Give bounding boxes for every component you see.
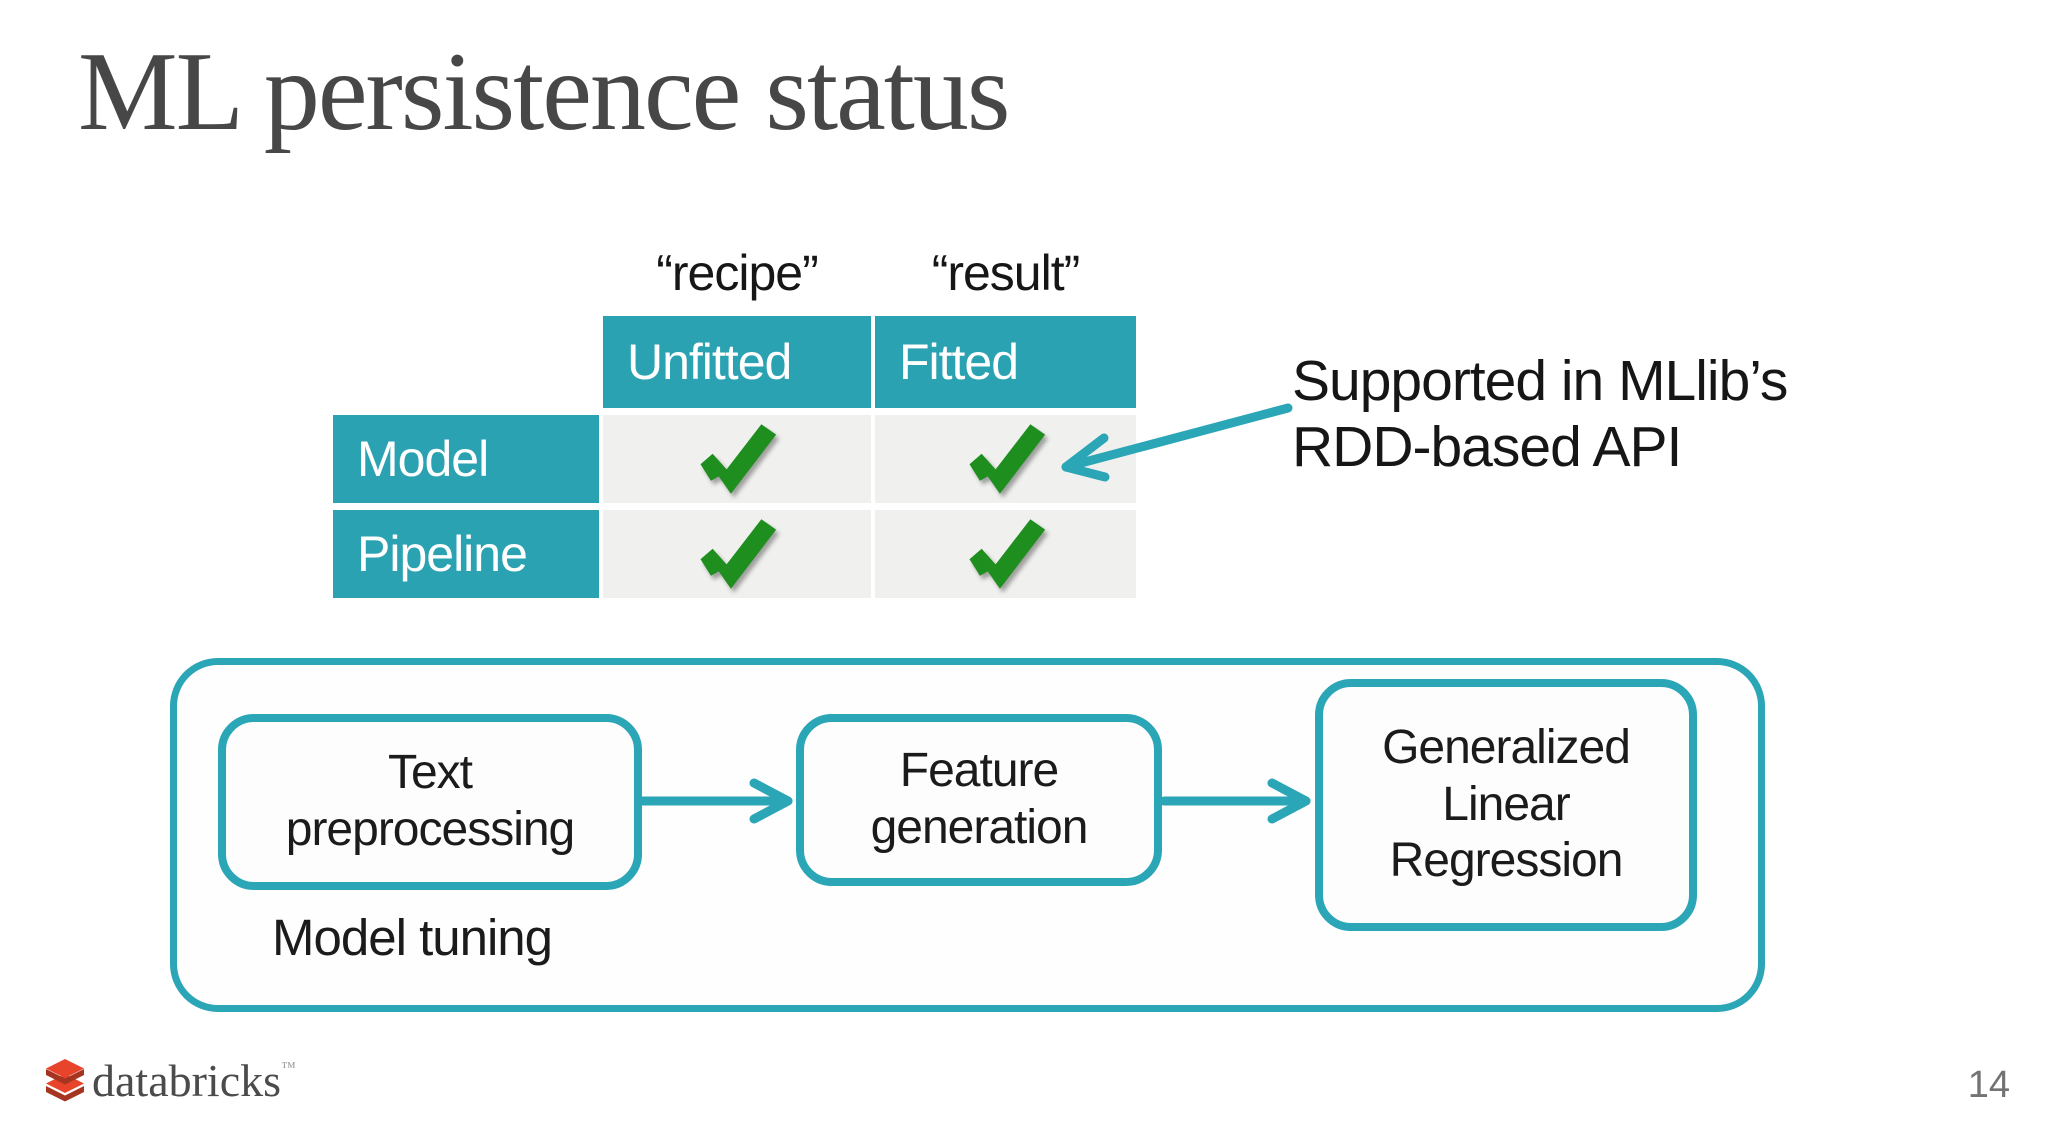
table-corner-spacer [333, 316, 599, 408]
annotation-text: Supported in MLlib’s RDD-based API [1292, 349, 1788, 480]
column-header-fitted: Fitted [875, 316, 1136, 408]
row-label-pipeline: Pipeline [333, 510, 599, 598]
check-icon [700, 519, 777, 589]
trademark-symbol: ™ [281, 1060, 296, 1076]
column-header-unfitted: Unfitted [603, 316, 871, 408]
arrow-down-left-icon [1061, 403, 1293, 482]
flow-box-generalized-linear-regression: Generalized Linear Regression [1315, 679, 1697, 931]
table-cell-model-unfitted [603, 415, 871, 503]
flow-box-feature-generation: Feature generation [796, 714, 1162, 886]
flow-box-text-preprocessing: Text preprocessing [218, 714, 642, 890]
check-icon [968, 519, 1045, 589]
arrow-right-icon [638, 778, 793, 824]
check-icon [700, 424, 777, 494]
table-cell-pipeline-unfitted [603, 510, 871, 598]
model-tuning-label: Model tuning [272, 909, 553, 966]
databricks-logo: databricks™ [44, 1054, 296, 1107]
page-title: ML persistence status [78, 30, 1011, 154]
databricks-logo-icon [46, 1058, 84, 1101]
result-caption: “result” [931, 245, 1081, 301]
row-label-model: Model [333, 415, 599, 503]
arrow-right-icon [1160, 778, 1311, 824]
persistence-status-table: Unfitted Fitted Model Pipeline [333, 316, 1136, 598]
databricks-logo-text: databricks™ [92, 1055, 296, 1106]
check-icon [968, 424, 1045, 494]
table-cell-pipeline-fitted [875, 510, 1136, 598]
recipe-caption: “recipe” [656, 245, 818, 301]
page-number: 14 [1967, 1064, 2010, 1106]
